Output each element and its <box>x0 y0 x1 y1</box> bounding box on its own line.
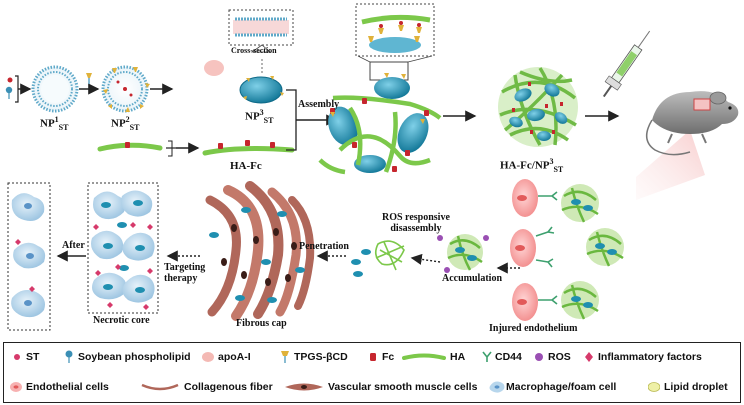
lipid-droplet-icon <box>648 382 660 392</box>
macrophage-icon <box>489 381 505 393</box>
np1-label: NP1ST <box>40 115 69 132</box>
ros-icon <box>535 353 543 361</box>
apoa1-blob <box>204 60 224 76</box>
cross-section-inset <box>228 9 294 53</box>
ha-fc-label: HA-Fc <box>230 160 262 172</box>
cd44-icon <box>482 351 492 362</box>
tpgs-bcd-small-icon <box>86 73 92 84</box>
legend-box: ST Soybean phospholipid apoA-I TPGS-βCD … <box>3 342 741 403</box>
np1-liposome <box>31 65 79 113</box>
assembly-cluster <box>318 3 442 175</box>
st-input-group <box>5 75 32 103</box>
necrotic-core-label: Necrotic core <box>93 315 150 326</box>
released-nanoparticles <box>351 249 371 277</box>
soybean-phospholipid-icon <box>65 350 73 363</box>
st-icon <box>14 354 20 360</box>
fc-icon <box>370 353 376 361</box>
np2-liposome <box>101 65 150 113</box>
mouse-illustration <box>646 91 739 156</box>
fibrous-cap-cells <box>205 181 315 321</box>
penetration-label: Penetration <box>299 241 349 252</box>
apoa1-icon <box>202 352 214 362</box>
zoom-beam <box>636 130 705 200</box>
panel-spheres-right <box>561 184 624 320</box>
endothelial-cell-icon <box>10 382 22 392</box>
assembly-label: Assembly <box>298 99 340 110</box>
ha-fc-chain-left <box>97 140 200 157</box>
ha-fc-np3-sphere <box>498 67 578 147</box>
ha-icon <box>402 353 446 360</box>
after-label: After <box>62 240 85 251</box>
ha-fc-chain-right <box>202 140 295 156</box>
syringe-icon <box>602 30 651 98</box>
vsmc-icon <box>285 383 323 391</box>
cross-section-label: Cross-section <box>231 46 277 55</box>
middle-panel-art <box>7 179 624 331</box>
endothelial-column <box>510 179 558 321</box>
collagenous-fiber-icon <box>141 383 179 391</box>
tpgs-bcd-icon <box>281 351 289 363</box>
np2-label: NP2ST <box>111 115 140 132</box>
panel-sphere-a <box>447 234 483 271</box>
np3-disc <box>239 76 284 104</box>
accumulation-label: Accumulation <box>442 273 502 284</box>
inflammatory-factor-icon <box>585 352 593 362</box>
final-particle-label: HA-Fc/NP3ST <box>500 157 564 174</box>
np3-label: NP3ST <box>245 108 274 125</box>
disassembled-mesh <box>374 240 405 271</box>
injured-endothelium-label: Injured endothelium <box>489 323 578 334</box>
fibrous-cap-label: Fibrous cap <box>236 318 287 329</box>
